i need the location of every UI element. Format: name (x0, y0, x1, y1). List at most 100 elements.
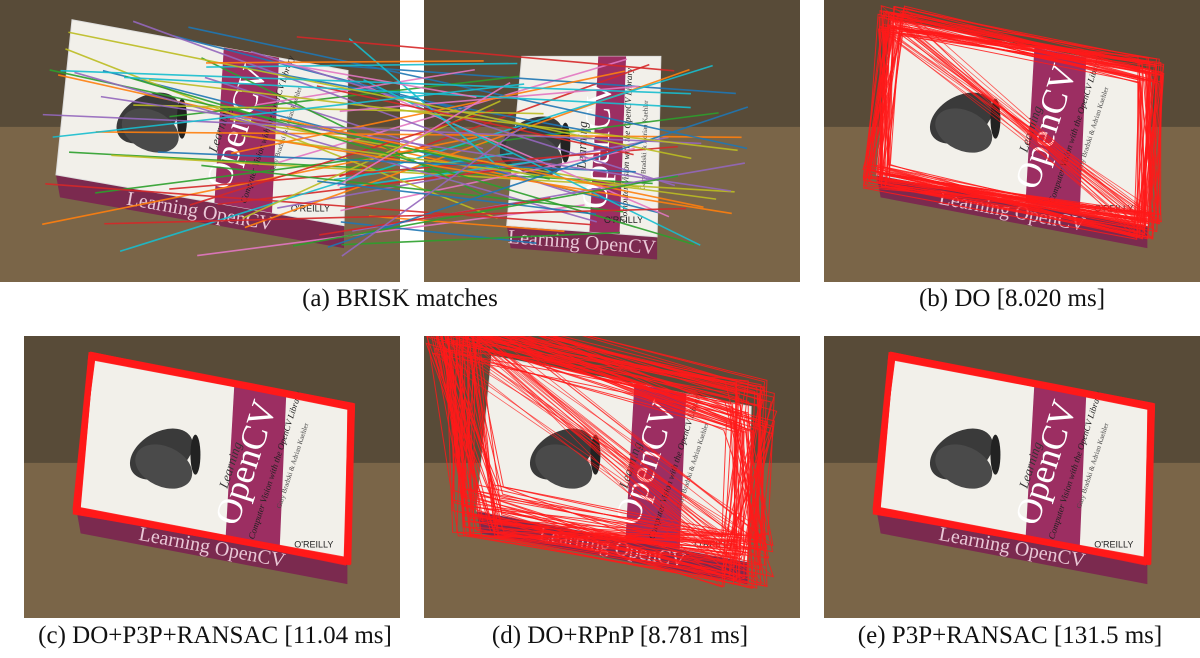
match-line (52, 83, 525, 138)
cover-publisher: O'REILLY (291, 204, 330, 214)
moth-wing-lower (935, 108, 993, 153)
match-line (339, 158, 552, 189)
projected-quad (77, 354, 352, 566)
projected-diagonal (470, 336, 740, 578)
book-spine (506, 225, 658, 260)
projected-diagonal (903, 7, 1158, 232)
moth-illustration (929, 92, 1001, 153)
projected-quad (877, 354, 1152, 566)
projected-diagonal (505, 336, 762, 537)
projected-diagonal (479, 336, 769, 535)
match-line (42, 113, 702, 145)
projected-quad (433, 336, 737, 562)
projected-quad (877, 28, 1139, 220)
projected-diagonal (464, 336, 736, 562)
moth-illustration (129, 428, 201, 489)
projected-quad (466, 336, 756, 577)
projected-diagonal (893, 6, 1146, 223)
match-line (45, 183, 592, 226)
projected-diagonal (477, 338, 743, 555)
match-line (133, 104, 544, 115)
caption-b: (b) DO [8.020 ms] (918, 285, 1106, 312)
projected-diagonal (483, 336, 731, 552)
match-line (249, 135, 732, 215)
match-line (95, 112, 719, 194)
match-line (95, 131, 742, 139)
match-line (346, 77, 670, 218)
projected-quad (444, 336, 758, 539)
match-line (292, 175, 679, 247)
projected-diagonal (471, 336, 723, 588)
match-line (60, 69, 691, 95)
pose-projection-overlay (72, 351, 356, 566)
match-line (148, 79, 738, 152)
projected-diagonal (454, 336, 762, 585)
match-line (341, 231, 621, 246)
match-line (169, 75, 520, 118)
pose-projection-overlay (872, 351, 1156, 566)
projected-diagonal (883, 10, 1140, 232)
projected-diagonal (879, 10, 1162, 223)
caption-d: (d) DO+RPnP [8.781 ms] (491, 622, 749, 649)
projected-diagonal (474, 336, 741, 541)
projected-quad (442, 336, 738, 581)
pose-projection-overlay (425, 336, 778, 589)
projected-diagonal (891, 27, 1147, 212)
caption-e: (e) P3P+RANSAC [131.5 ms] (857, 622, 1163, 649)
pose-projection-overlay (862, 5, 1165, 240)
match-line (201, 164, 624, 213)
match-line (172, 35, 622, 153)
cover-publisher: O'REILLY (1094, 540, 1133, 550)
match-line (132, 20, 484, 150)
book-spine (76, 510, 348, 585)
brisk-match-lines (42, 20, 749, 257)
book-spine (876, 510, 1148, 585)
match-line (255, 68, 475, 106)
match-line (337, 81, 511, 187)
projected-diagonal (891, 13, 1143, 221)
match-line (169, 145, 678, 190)
cover-band (225, 383, 287, 549)
projected-quad (863, 14, 1160, 227)
projected-quad (865, 13, 1155, 215)
cover-publisher: O'REILLY (604, 215, 643, 225)
match-line (316, 85, 634, 156)
match-line (189, 109, 494, 206)
match-line (280, 118, 704, 208)
projected-diagonal (902, 33, 1142, 214)
projected-diagonal (885, 33, 1159, 224)
match-line (280, 62, 477, 99)
projected-diagonal (472, 336, 768, 587)
match-line (340, 147, 635, 212)
match-line (201, 57, 484, 196)
match-line (369, 215, 565, 233)
cover-authors: Gary Bradski & Adrian Kaehler (639, 100, 650, 190)
projected-diagonal (446, 349, 731, 574)
match-line (206, 60, 484, 64)
match-line (42, 136, 478, 226)
projected-diagonal (475, 336, 755, 550)
caption-a: (a) BRISK matches (302, 285, 498, 312)
match-line (329, 64, 736, 95)
moth-body (190, 434, 201, 475)
projected-quad (467, 336, 768, 537)
match-line (104, 207, 687, 225)
match-line (124, 75, 695, 246)
match-line (100, 95, 732, 192)
projected-diagonal (468, 336, 742, 560)
match-line (68, 31, 692, 160)
projected-quad (868, 24, 1153, 229)
book-spine (56, 174, 344, 249)
match-line (204, 76, 578, 196)
projected-diagonal (447, 338, 755, 555)
match-line (296, 36, 675, 72)
cover-band (1025, 383, 1087, 549)
